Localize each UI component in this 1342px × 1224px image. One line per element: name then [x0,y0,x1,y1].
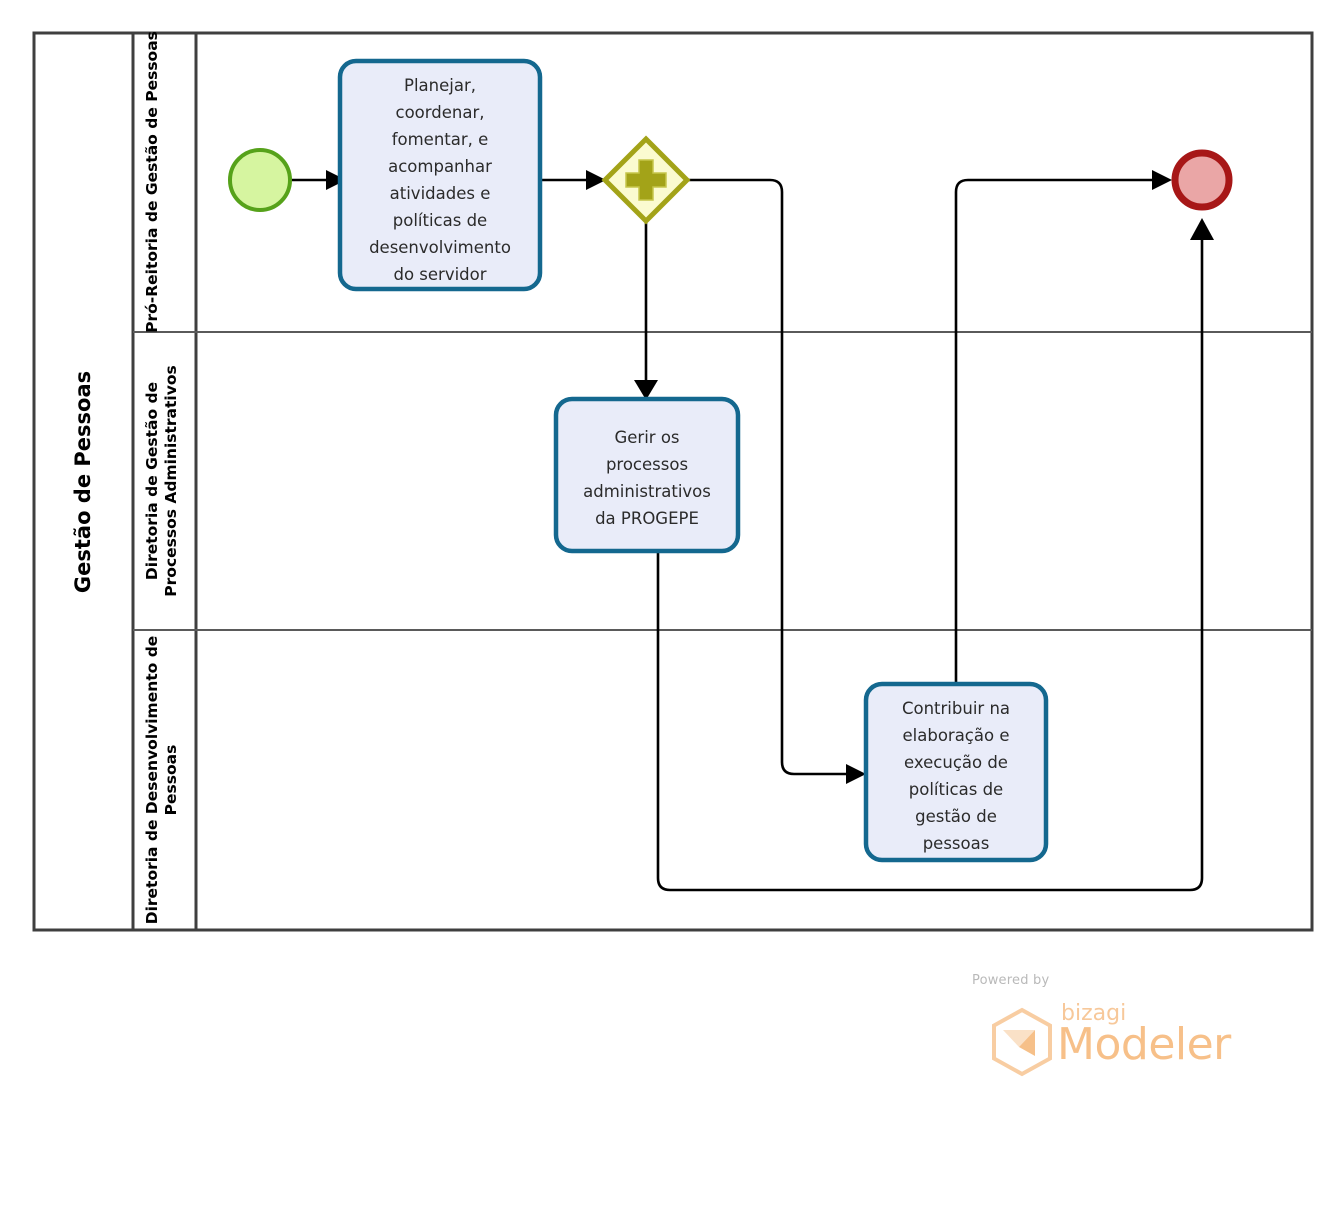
bizagi-watermark: Powered by bizagi Modeler [965,973,1265,1077]
start-event-circle [228,148,292,212]
flow-start-to-task1-arrowhead [326,170,346,190]
task-2-box [553,396,741,554]
gateway-plus-icon [625,159,667,201]
flow-gateway-to-task3-arrowhead [846,764,866,784]
pool-title: Gestão de Pessoas [71,371,95,593]
bizagi-logo-row: bizagi Modeler [965,999,1265,1077]
end-event-circle [1171,149,1233,211]
powered-by-label: Powered by [972,973,1050,988]
bizagi-wordmark: bizagi [1061,1001,1127,1026]
flow-gateway-to-task3 [687,178,846,776]
pool-container[interactable] [32,31,1314,932]
lane-2-title-group: Diretoria de Gestão deProcessos Administ… [143,365,180,596]
flow-task1-to-gateway-arrowhead [586,170,606,190]
pool-title-group: Gestão de Pessoas [71,371,95,593]
flow-gateway-to-task2-arrowhead [634,380,658,400]
pool-outline [32,31,1314,932]
modeler-wordmark: Modeler [1057,1019,1231,1070]
lane-title-pro-reitoria: Pró-Reitoria de Gestão de Pessoas [143,31,161,333]
lane-title-gestao-processos: Diretoria de Gestão deProcessos Administ… [143,365,180,596]
lane-3-title-group: Diretoria de Desenvolvimento dePessoas [143,636,180,925]
end-event[interactable] [1171,149,1233,211]
task-1-box [337,58,543,292]
start-event[interactable] [228,148,292,212]
lane-title-desenvolvimento: Diretoria de Desenvolvimento dePessoas [143,636,180,925]
flow-task3-to-end-arrowhead [1152,170,1172,190]
task-3-box [863,681,1049,863]
bizagi-hexagon-icon [992,1007,1052,1077]
lane-1-title-group: Pró-Reitoria de Gestão de Pessoas [143,31,161,333]
flow-task2-to-end [656,240,1204,892]
sequence-flows [291,170,1214,892]
flow-task3-to-end [954,178,1152,684]
flow-task2-to-end-arrowhead [1190,218,1214,240]
parallel-gateway[interactable] [601,135,691,225]
